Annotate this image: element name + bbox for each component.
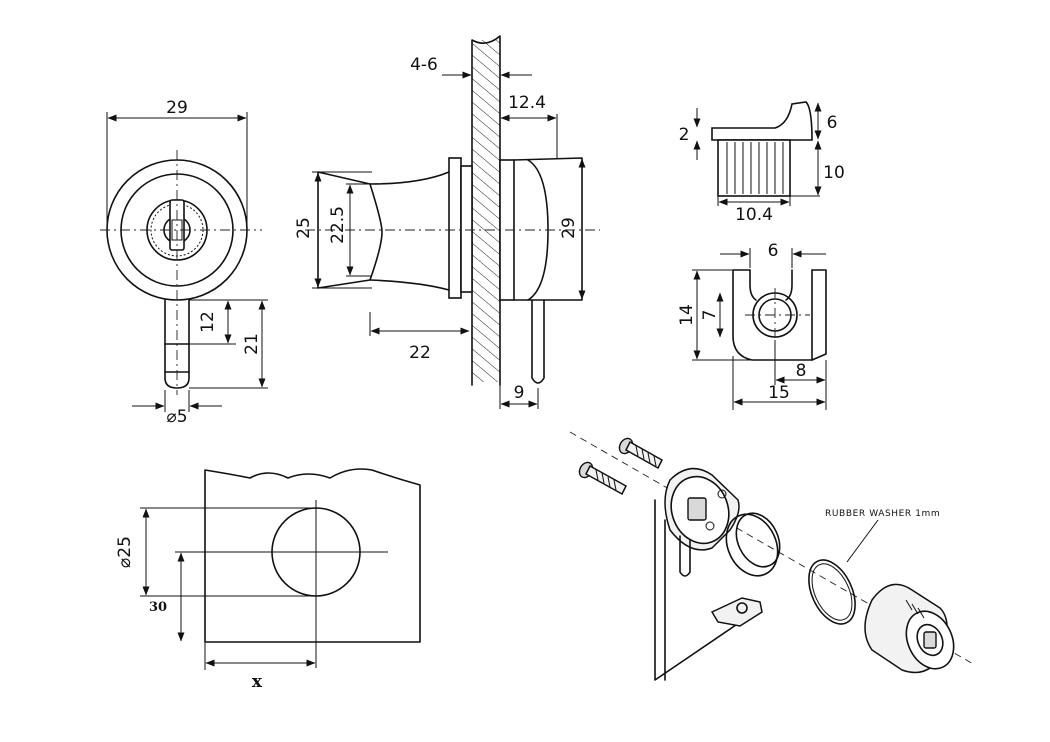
dim-label-pin-length: 21 <box>242 333 262 355</box>
dim-label-slot: 6 <box>768 241 779 261</box>
dim-label-x: x <box>252 672 263 692</box>
latch-cap <box>711 101 813 141</box>
cutout-detail: ⌀25 30 x <box>115 468 421 692</box>
rubber-washer <box>808 559 856 625</box>
side-view: 4-6 12.4 25 22.5 29 22 9 <box>294 35 600 409</box>
dim-label-width-latch: 10.4 <box>735 205 773 225</box>
dim-label-pin-dia: ⌀5 <box>166 407 187 427</box>
latch-outline <box>732 269 827 361</box>
slot-right <box>785 269 793 301</box>
exploded-view: RUBBER WASHER 1mm <box>569 431 976 681</box>
washer-label: RUBBER WASHER 1mm <box>825 509 940 519</box>
knob-neck <box>317 171 383 289</box>
dim-label-body-dia: 29 <box>559 217 579 239</box>
slot-left <box>749 269 757 301</box>
dim-label-body-depth: 12.4 <box>508 93 546 113</box>
locking-pin <box>164 299 190 389</box>
lock-front-cylinder <box>864 583 955 674</box>
panel-hatch <box>472 40 500 382</box>
dim-label-width: 29 <box>166 98 188 118</box>
dim-label-flange-dia: 25 <box>294 217 314 239</box>
dim-label-hole-dia: ⌀25 <box>115 536 135 568</box>
dim-label-latch-height: 14 <box>677 304 697 326</box>
latch-top-view: 6 14 7 8 15 <box>677 241 827 410</box>
dim-label-panel-thickness: 4-6 <box>410 55 438 75</box>
washer-leader <box>846 519 879 563</box>
rear-pin <box>531 299 545 384</box>
dim-label-edge-offset: 30 <box>149 600 167 615</box>
dim-label-neck-dia: 22.5 <box>328 206 348 244</box>
panel-edge <box>654 499 759 681</box>
dim-label-pin-short: 12 <box>198 311 218 333</box>
screw-2 <box>578 461 627 496</box>
dim-label-latch-inner: 7 <box>700 310 720 321</box>
latch-body <box>717 139 791 197</box>
panel-piece <box>204 468 421 643</box>
rubber-washer-inner <box>811 563 853 621</box>
dim-label-neck-length: 22 <box>409 343 431 363</box>
dim-label-height: 10 <box>823 163 845 183</box>
spacer-ring <box>725 512 781 577</box>
dim-label-lip: 2 <box>679 125 690 145</box>
screw-1 <box>618 437 663 470</box>
latch-ribs <box>726 142 784 194</box>
dim-label-hole-offset: 8 <box>796 361 807 381</box>
flange-outer <box>448 157 462 299</box>
dim-label-latch-length: 15 <box>768 383 790 403</box>
lock-rear-housing <box>664 467 740 577</box>
flange-inner <box>460 165 473 293</box>
front-view: 29 21 12 ⌀5 <box>100 98 268 427</box>
latch-side-view: 2 6 10 10.4 <box>679 101 845 225</box>
neck-curve-top <box>369 171 450 185</box>
panel-outline <box>471 35 501 386</box>
latch-cam <box>710 597 763 627</box>
neck-curve-bottom <box>369 279 450 291</box>
dim-label-top: 6 <box>827 113 838 133</box>
dim-label-pin-offset: 9 <box>514 383 525 403</box>
